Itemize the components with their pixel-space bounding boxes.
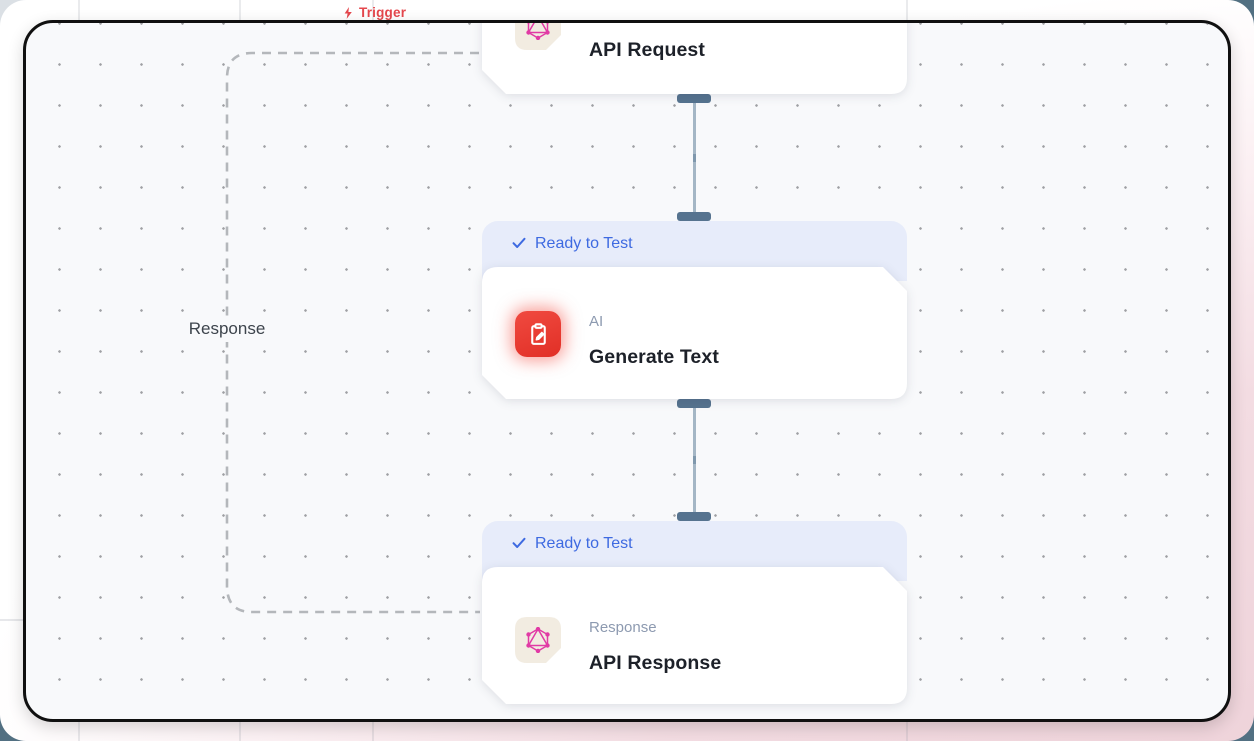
connector-port-out[interactable]	[677, 94, 711, 103]
zap-icon	[344, 6, 352, 19]
connector-port-in[interactable]	[677, 512, 711, 521]
status-badge-text: Ready to Test	[535, 535, 633, 552]
graphql-icon	[525, 20, 551, 40]
connector-midpoint	[692, 456, 696, 464]
node-group-label: Response	[589, 619, 657, 636]
api-response-icon-tile	[515, 617, 561, 663]
connector-ai-to-response	[677, 399, 711, 521]
node-card-generate-text[interactable]: AI Generate Text	[482, 267, 907, 399]
node-title: API Request	[589, 39, 705, 61]
canvas-dot-grid[interactable]: Response	[26, 23, 1228, 719]
trigger-label: Trigger	[343, 5, 406, 20]
background-grid-line	[0, 619, 30, 621]
status-badge-text: Ready to Test	[535, 235, 633, 252]
node-title: Generate Text	[589, 346, 719, 368]
node-api-request[interactable]: Interface API Request	[482, 20, 907, 94]
clipboard-pencil-icon	[526, 322, 551, 347]
graphql-icon	[525, 627, 551, 653]
check-icon	[512, 537, 526, 548]
connector-request-to-ai	[677, 94, 711, 221]
node-title: API Response	[589, 652, 722, 674]
workflow-canvas-panel: Response	[23, 20, 1231, 722]
connector-port-out[interactable]	[677, 399, 711, 408]
node-group-label: AI	[589, 313, 604, 330]
node-api-response[interactable]: Ready to Test	[482, 521, 907, 704]
workflow-node-column: Interface API Request Ready to Test	[482, 23, 907, 719]
connector-midpoint	[692, 153, 696, 162]
node-card-api-response[interactable]: Response API Response	[482, 567, 907, 704]
check-icon	[512, 237, 526, 248]
api-request-icon-tile	[515, 20, 561, 50]
trigger-label-text: Trigger	[359, 5, 407, 20]
node-card-api-request[interactable]: Interface API Request	[482, 20, 907, 94]
node-group-label: Interface	[589, 20, 705, 24]
response-branch-label: Response	[166, 316, 288, 342]
node-generate-text[interactable]: Ready to Test	[482, 221, 907, 399]
connector-port-in[interactable]	[677, 212, 711, 221]
generate-text-icon-tile	[515, 311, 561, 357]
response-branch-edge	[225, 51, 480, 614]
